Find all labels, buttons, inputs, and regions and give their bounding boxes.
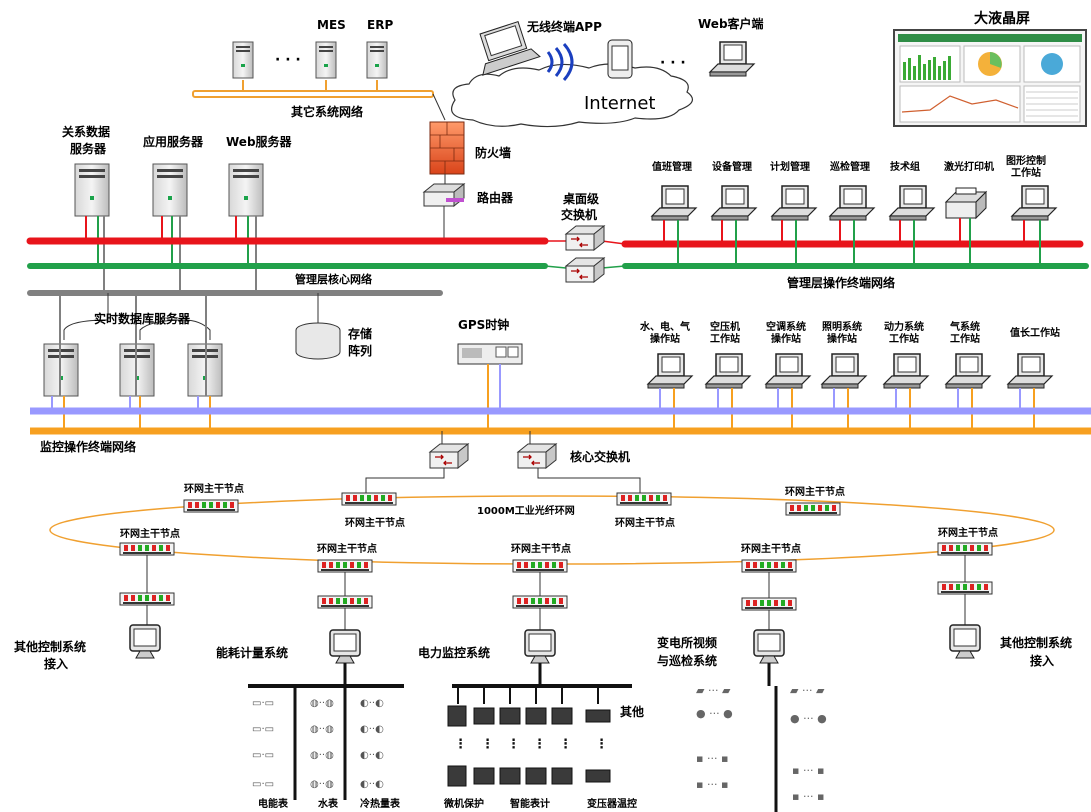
svg-text:◐··◐: ◐··◐ <box>360 724 384 735</box>
smart-meter-label: 智能表计 <box>510 799 550 811</box>
other-system-bus <box>193 91 433 97</box>
ring-node-label: 环网主干节点 <box>615 518 675 530</box>
gps-clock-label: GPS时钟 <box>458 318 509 332</box>
electric-meter-label: 电能表 <box>258 799 288 811</box>
storage-label-1: 存储 <box>348 327 372 341</box>
mgmt-terminal-network-label: 管理层操作终端网络 <box>787 276 895 290</box>
other-control-left-label-2: 接入 <box>44 657 68 671</box>
ring-node-label: 环网主干节点 <box>741 544 801 556</box>
ring-node-label: 环网主干节点 <box>785 487 845 499</box>
web-server-label: Web服务器 <box>226 135 292 149</box>
mgmt-core-network-label: 管理层核心网络 <box>295 273 372 287</box>
svg-text:◐··◐: ◐··◐ <box>360 698 384 709</box>
transformer-temp-label: 变压器温控 <box>587 799 637 811</box>
realtime-db-label: 实时数据库服务器 <box>94 312 190 326</box>
ring-node-label: 环网主干节点 <box>184 484 244 496</box>
mes-label: MES <box>317 18 346 32</box>
app-server-label: 应用服务器 <box>143 135 203 149</box>
svg-text:◍··◍: ◍··◍ <box>310 698 334 709</box>
svg-text:▰ ··· ▰: ▰ ··· ▰ <box>696 684 731 697</box>
firewall-label: 防火墙 <box>475 146 511 160</box>
desktop-switch-label-1: 桌面级 <box>563 192 599 206</box>
fiber-ring-label: 1000M工业光纤环网 <box>477 505 575 519</box>
svg-text:◐··◐: ◐··◐ <box>360 779 384 790</box>
energy-metering-label: 能耗计量系统 <box>216 646 288 660</box>
wireless-app-label: 无线终端APP <box>527 20 602 34</box>
svg-text:· · ·: · · · <box>275 52 301 68</box>
svg-text:◍··◍: ◍··◍ <box>310 724 334 735</box>
mgmt-workstation-label-4: 技术组 <box>890 162 920 174</box>
monitor-workstation-label-3: 照明系统 操作站 <box>822 322 862 346</box>
internet-label: Internet <box>584 94 655 114</box>
svg-text:● ··· ●: ● ··· ● <box>790 712 827 725</box>
mgmt-workstation-label-1: 设备管理 <box>712 162 752 174</box>
other-control-right-label-1: 其他控制系统 <box>1000 636 1072 650</box>
svg-text:▰ ··· ▰: ▰ ··· ▰ <box>790 684 825 697</box>
other-system-network-label: 其它系统网络 <box>291 105 363 119</box>
monitor-workstation-label-0: 水、电、气 操作站 <box>640 322 690 346</box>
svg-text:● ··· ●: ● ··· ● <box>696 707 733 720</box>
svg-text:· · ·: · · · <box>660 55 686 71</box>
relay-protection-label: 微机保护 <box>444 799 484 811</box>
desktop-switch-label-2: 交换机 <box>561 208 597 222</box>
monitor-workstation-label-5: 气系统 工作站 <box>950 322 980 346</box>
svg-text:▭·▭: ▭·▭ <box>252 779 274 790</box>
monitor-terminal-network-label: 监控操作终端网络 <box>40 440 136 454</box>
svg-text:▭·▭: ▭·▭ <box>252 750 274 761</box>
svg-text:▪ ··· ▪: ▪ ··· ▪ <box>792 790 824 803</box>
ring-node-label: 环网主干节点 <box>511 544 571 556</box>
big-screen-label: 大液晶屏 <box>974 12 1030 26</box>
water-meter-label: 水表 <box>318 799 338 811</box>
svg-text:◍··◍: ◍··◍ <box>310 779 334 790</box>
svg-text:◍··◍: ◍··◍ <box>310 750 334 761</box>
other-control-right-label-2: 接入 <box>1030 654 1054 668</box>
ring-node-label: 环网主干节点 <box>345 518 405 530</box>
svg-text:◐··◐: ◐··◐ <box>360 750 384 761</box>
svg-text:⋮: ⋮ <box>595 737 608 752</box>
svg-text:▭·▭: ▭·▭ <box>252 724 274 735</box>
svg-text:▭·▭: ▭·▭ <box>252 698 274 709</box>
web-client-label: Web客户端 <box>698 17 764 31</box>
mgmt-workstation-label-3: 巡检管理 <box>830 162 870 174</box>
svg-text:⋮: ⋮ <box>481 737 494 752</box>
mgmt-workstation-icons <box>652 186 1056 220</box>
svg-text:▪ ··· ▪: ▪ ··· ▪ <box>792 764 824 777</box>
core-switch-label: 核心交换机 <box>570 450 630 464</box>
substation-video-label-1: 变电所视频 <box>657 636 717 650</box>
mgmt-workstation-label-6: 图形控制 工作站 <box>1006 156 1046 180</box>
svg-text:▪ ··· ▪: ▪ ··· ▪ <box>696 752 728 765</box>
router-label: 路由器 <box>477 191 513 205</box>
other-label: 其他 <box>620 705 644 719</box>
other-control-left-label-1: 其他控制系统 <box>14 640 86 654</box>
storage-label-2: 阵列 <box>348 344 372 358</box>
monitor-workstation-label-2: 空调系统 操作站 <box>766 322 806 346</box>
svg-text:⋮: ⋮ <box>533 737 546 752</box>
erp-label: ERP <box>367 18 393 32</box>
power-monitoring-label: 电力监控系统 <box>418 646 490 660</box>
monitor-workstation-label-4: 动力系统 工作站 <box>884 322 924 346</box>
svg-text:⋮: ⋮ <box>507 737 520 752</box>
substation-video-label-2: 与巡检系统 <box>657 654 717 668</box>
mgmt-workstation-label-2: 计划管理 <box>770 162 810 174</box>
heat-meter-label: 冷热量表 <box>360 799 400 811</box>
mgmt-workstation-label-0: 值班管理 <box>652 162 692 174</box>
relational-db-label-2: 服务器 <box>70 142 106 156</box>
ring-node-label: 环网主干节点 <box>317 544 377 556</box>
svg-text:⋮: ⋮ <box>559 737 572 752</box>
ring-node-label: 环网主干节点 <box>120 529 180 541</box>
monitor-workstation-label-1: 空压机 工作站 <box>710 322 740 346</box>
monitor-workstation-label-6: 值长工作站 <box>1010 328 1060 340</box>
mgmt-workstation-label-5: 激光打印机 <box>944 162 994 174</box>
svg-text:▪ ··· ▪: ▪ ··· ▪ <box>696 778 728 791</box>
svg-text:⋮: ⋮ <box>454 737 467 752</box>
ring-node-label: 环网主干节点 <box>938 528 998 540</box>
relational-db-label-1: 关系数据 <box>62 125 110 139</box>
